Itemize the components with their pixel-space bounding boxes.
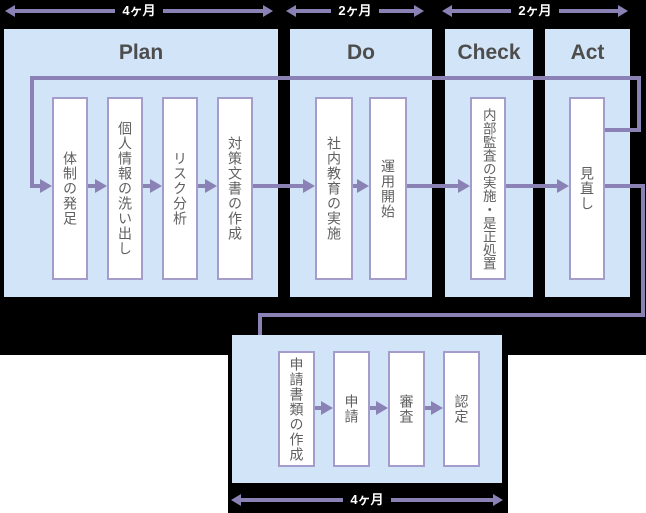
step-label: 見直し	[579, 166, 595, 211]
to-application-horizontal	[258, 313, 645, 317]
flow-line	[88, 184, 96, 188]
step-label: 体制の発足	[62, 151, 78, 226]
loop-line-act-exit	[605, 128, 641, 132]
arrowhead-right-icon	[414, 5, 425, 17]
flow-line	[370, 406, 378, 410]
flow-line	[506, 184, 558, 188]
loop-line-top	[30, 76, 641, 80]
loop-line-right-vertical	[637, 76, 641, 132]
flow-arrowhead-icon	[557, 179, 569, 193]
flow-arrowhead-icon	[150, 179, 162, 193]
step-label: 社内教育の実施	[326, 136, 342, 241]
phase-panel-do: Do	[290, 29, 432, 297]
phase-title-act: Act	[570, 41, 605, 64]
arrowhead-left-icon	[286, 5, 296, 17]
arrow-line	[378, 9, 415, 13]
step-label: 認定	[453, 394, 470, 424]
arrow-line	[558, 9, 619, 13]
flow-arrowhead-icon	[431, 401, 443, 415]
duration-label-check-act: 2ヶ月	[518, 3, 552, 18]
duration-arrow-application: 4ヶ月	[231, 492, 504, 507]
to-application-exit	[605, 184, 645, 188]
step-label: 申請	[343, 394, 360, 424]
flow-arrowhead-icon	[321, 401, 333, 415]
flow-line	[315, 406, 323, 410]
step-box-nintei: 認定	[443, 351, 480, 467]
duration-arrow-do: 2ヶ月	[286, 3, 425, 18]
step-box-kojinjoho: 個人情報の洗い出し	[107, 97, 143, 280]
flow-line	[353, 184, 358, 188]
phase-title-check: Check	[457, 41, 521, 64]
arrow-line	[162, 9, 264, 13]
duration-label-do: 2ヶ月	[338, 3, 372, 18]
phase-title-plan: Plan	[118, 41, 164, 64]
step-label: リスク分析	[172, 151, 188, 226]
arrowhead-right-icon	[618, 5, 629, 17]
step-box-shinsei: 申請	[333, 351, 370, 467]
to-application-right-vertical	[641, 184, 645, 317]
flow-line	[198, 184, 206, 188]
loop-line-left-vertical	[30, 76, 34, 188]
flow-line	[143, 184, 151, 188]
flow-line	[30, 184, 42, 188]
step-label: 運用開始	[380, 158, 396, 219]
step-box-taisei: 体制の発足	[52, 97, 88, 280]
step-box-risk: リスク分析	[162, 97, 198, 280]
flow-line	[425, 406, 433, 410]
duration-label-application: 4ヶ月	[350, 492, 384, 507]
arrow-line	[390, 498, 494, 502]
duration-arrow-check-act: 2ヶ月	[442, 3, 629, 18]
step-box-unyokaishi: 運用開始	[369, 97, 407, 280]
duration-label-plan: 4ヶ月	[122, 3, 156, 18]
step-label: 対策文書の作成	[227, 136, 243, 241]
arrowhead-left-icon	[231, 494, 241, 506]
flow-arrowhead-icon	[357, 179, 369, 193]
step-label: 申請書類の作成	[288, 356, 305, 462]
step-box-shinseishorui: 申請書類の作成	[278, 351, 315, 467]
arrowhead-left-icon	[5, 5, 15, 17]
step-box-shanaikyoiku: 社内教育の実施	[315, 97, 353, 280]
flow-arrowhead-icon	[40, 179, 52, 193]
arrowhead-left-icon	[442, 5, 452, 17]
arrow-line	[452, 9, 512, 13]
step-label: 個人情報の洗い出し	[117, 121, 133, 256]
step-box-shinsa: 審査	[388, 351, 425, 467]
flow-line	[407, 184, 459, 188]
arrowhead-right-icon	[263, 5, 274, 17]
step-label: 審査	[398, 394, 415, 424]
arrow-line	[241, 498, 344, 502]
arrowhead-right-icon	[493, 494, 504, 506]
phase-title-do: Do	[347, 41, 375, 64]
step-box-minaoshi: 見直し	[569, 97, 605, 280]
step-label: 内部監査の実施・是正処置	[480, 107, 496, 270]
step-box-naibukansa: 内部監査の実施・是正処置	[470, 97, 506, 280]
arrow-line	[296, 9, 332, 13]
flow-arrowhead-icon	[205, 179, 217, 193]
duration-arrow-plan: 4ヶ月	[5, 3, 274, 18]
flow-arrowhead-icon	[303, 179, 315, 193]
flow-arrowhead-icon	[376, 401, 388, 415]
flow-line	[253, 184, 304, 188]
arrow-line	[15, 9, 116, 13]
flow-arrowhead-icon	[95, 179, 107, 193]
flow-arrowhead-icon	[458, 179, 470, 193]
step-box-taisakubunsho: 対策文書の作成	[217, 97, 253, 280]
